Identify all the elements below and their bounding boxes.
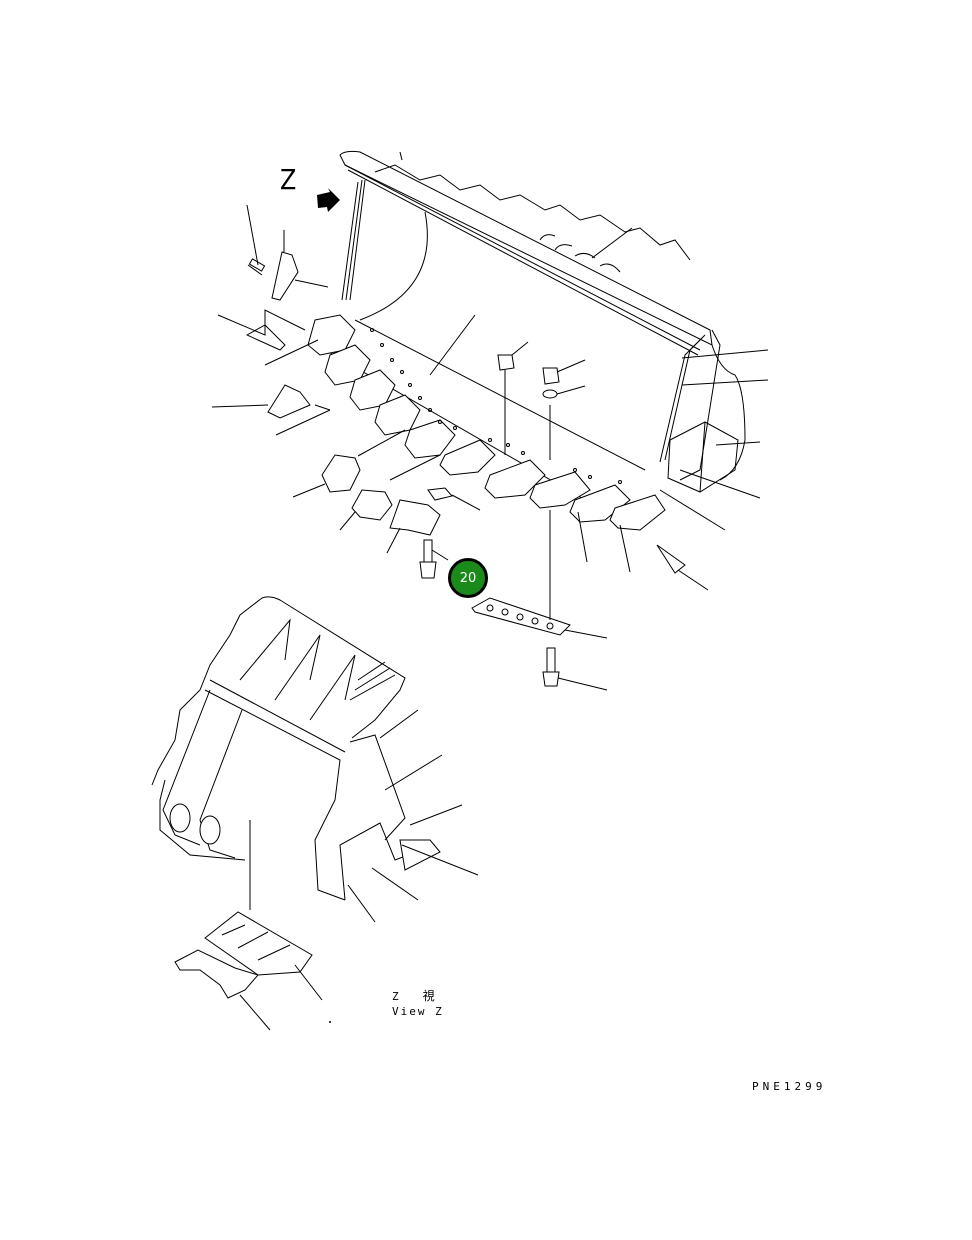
loose-parts: [247, 252, 685, 686]
callout-badge-20[interactable]: 20: [448, 558, 488, 598]
leader-lines-upper: [212, 205, 768, 690]
drawing-number: PNE1299: [752, 1080, 827, 1093]
caption-letter: Z: [392, 990, 401, 1003]
direction-arrow-icon: [317, 188, 340, 212]
caption-english: View Z: [392, 1005, 444, 1018]
callout-number: 20: [459, 570, 477, 586]
view-z-indicator-letter: Z: [280, 163, 297, 196]
view-z-caption: Z 視 View Z: [392, 990, 444, 1022]
caption-kanji: 視: [422, 989, 437, 1003]
teeth-row: [308, 315, 665, 530]
bucket-top-beam: [340, 151, 712, 355]
view-z-bucket: [152, 597, 478, 1030]
